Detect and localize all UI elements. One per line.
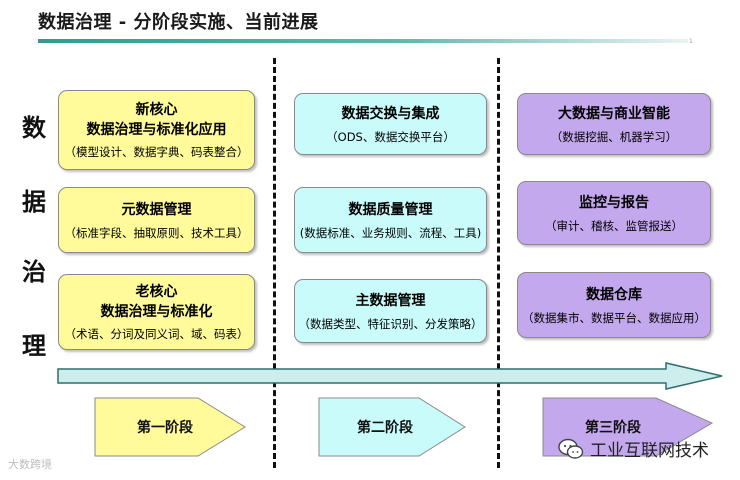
box-subtitle: （术语、分词及同义词、域、码表） [64, 327, 249, 341]
watermark-right: 工业互联网技术 [558, 436, 709, 461]
phase2-box-quality: 数据质量管理 (数据标准、业务规则、流程、工具) [294, 187, 487, 253]
page-title: 数据治理 - 分阶段实施、当前进展 [38, 12, 319, 33]
box-title: 老核心 [135, 284, 178, 300]
box-title: 主数据管理 [355, 292, 426, 309]
box-subtitle: (数据标准、业务规则、流程、工具) [299, 225, 482, 240]
phase-divider [273, 58, 276, 468]
box-title: 数据治理与标准化应用 [86, 122, 227, 138]
phase3-box-bigdata: 大数据与商业智能 （数据挖掘、机器学习） [517, 93, 711, 155]
watermark-left: 大数跨境 [8, 458, 52, 471]
box-subtitle: （模型设计、数据字典、码表整合） [64, 145, 249, 159]
phase3-box-monitoring: 监控与报告 （审计、稽核、监管报送） [517, 181, 711, 245]
box-title: 元数据管理 [121, 201, 192, 218]
box-title: 大数据与商业智能 [558, 105, 670, 122]
box-title: 监控与报告 [579, 194, 649, 211]
box-subtitle: （数据集市、数据平台、数据应用） [522, 310, 706, 325]
phase1-box-new-core: 新核心 数据治理与标准化应用 （模型设计、数据字典、码表整合） [58, 90, 255, 170]
phase1-box-metadata: 元数据管理 （标准字段、抽取原则、技术工具） [58, 187, 255, 253]
phase-divider [497, 58, 500, 468]
side-label-char: 治 [22, 258, 46, 286]
page-number: 1 [689, 38, 693, 45]
phase1-box-old-core: 老核心 数据治理与标准化 （术语、分词及同义词、域、码表） [58, 274, 255, 350]
phase2-box-exchange: 数据交换与集成 （ODS、数据交换平台） [294, 93, 487, 155]
box-title: 数据治理与标准化 [100, 304, 213, 320]
box-subtitle: （ODS、数据交换平台） [326, 129, 455, 144]
phase3-label: 第三阶段 [585, 420, 641, 436]
box-title: 新核心 [135, 102, 178, 118]
box-title: 数据质量管理 [348, 201, 433, 218]
phase2-box-master: 主数据管理 （数据类型、特征识别、分发策略） [294, 279, 487, 343]
title-underline [38, 39, 688, 43]
box-title: 数据仓库 [586, 286, 642, 303]
wechat-icon [558, 438, 584, 459]
side-label-char: 理 [22, 332, 46, 360]
phase3-pentagon [542, 397, 714, 457]
timeline-arrow [57, 362, 723, 390]
side-label-char: 数 [22, 114, 46, 142]
phase3-box-warehouse: 数据仓库 （数据集市、数据平台、数据应用） [517, 272, 711, 338]
watermark-right-text: 工业互联网技术 [590, 441, 709, 461]
box-subtitle: （审计、稽核、监管报送） [545, 218, 683, 233]
phase2-pentagon [318, 397, 466, 457]
box-subtitle: （标准字段、抽取原则、技术工具） [64, 225, 249, 240]
phase1-pentagon [94, 397, 246, 457]
box-title: 数据交换与集成 [341, 105, 440, 122]
side-label-char: 据 [22, 188, 46, 216]
phase2-label: 第二阶段 [357, 420, 413, 436]
phase1-label: 第一阶段 [137, 420, 193, 436]
box-subtitle: （数据挖掘、机器学习） [550, 129, 678, 144]
box-subtitle: （数据类型、特征识别、分发策略） [298, 316, 483, 331]
